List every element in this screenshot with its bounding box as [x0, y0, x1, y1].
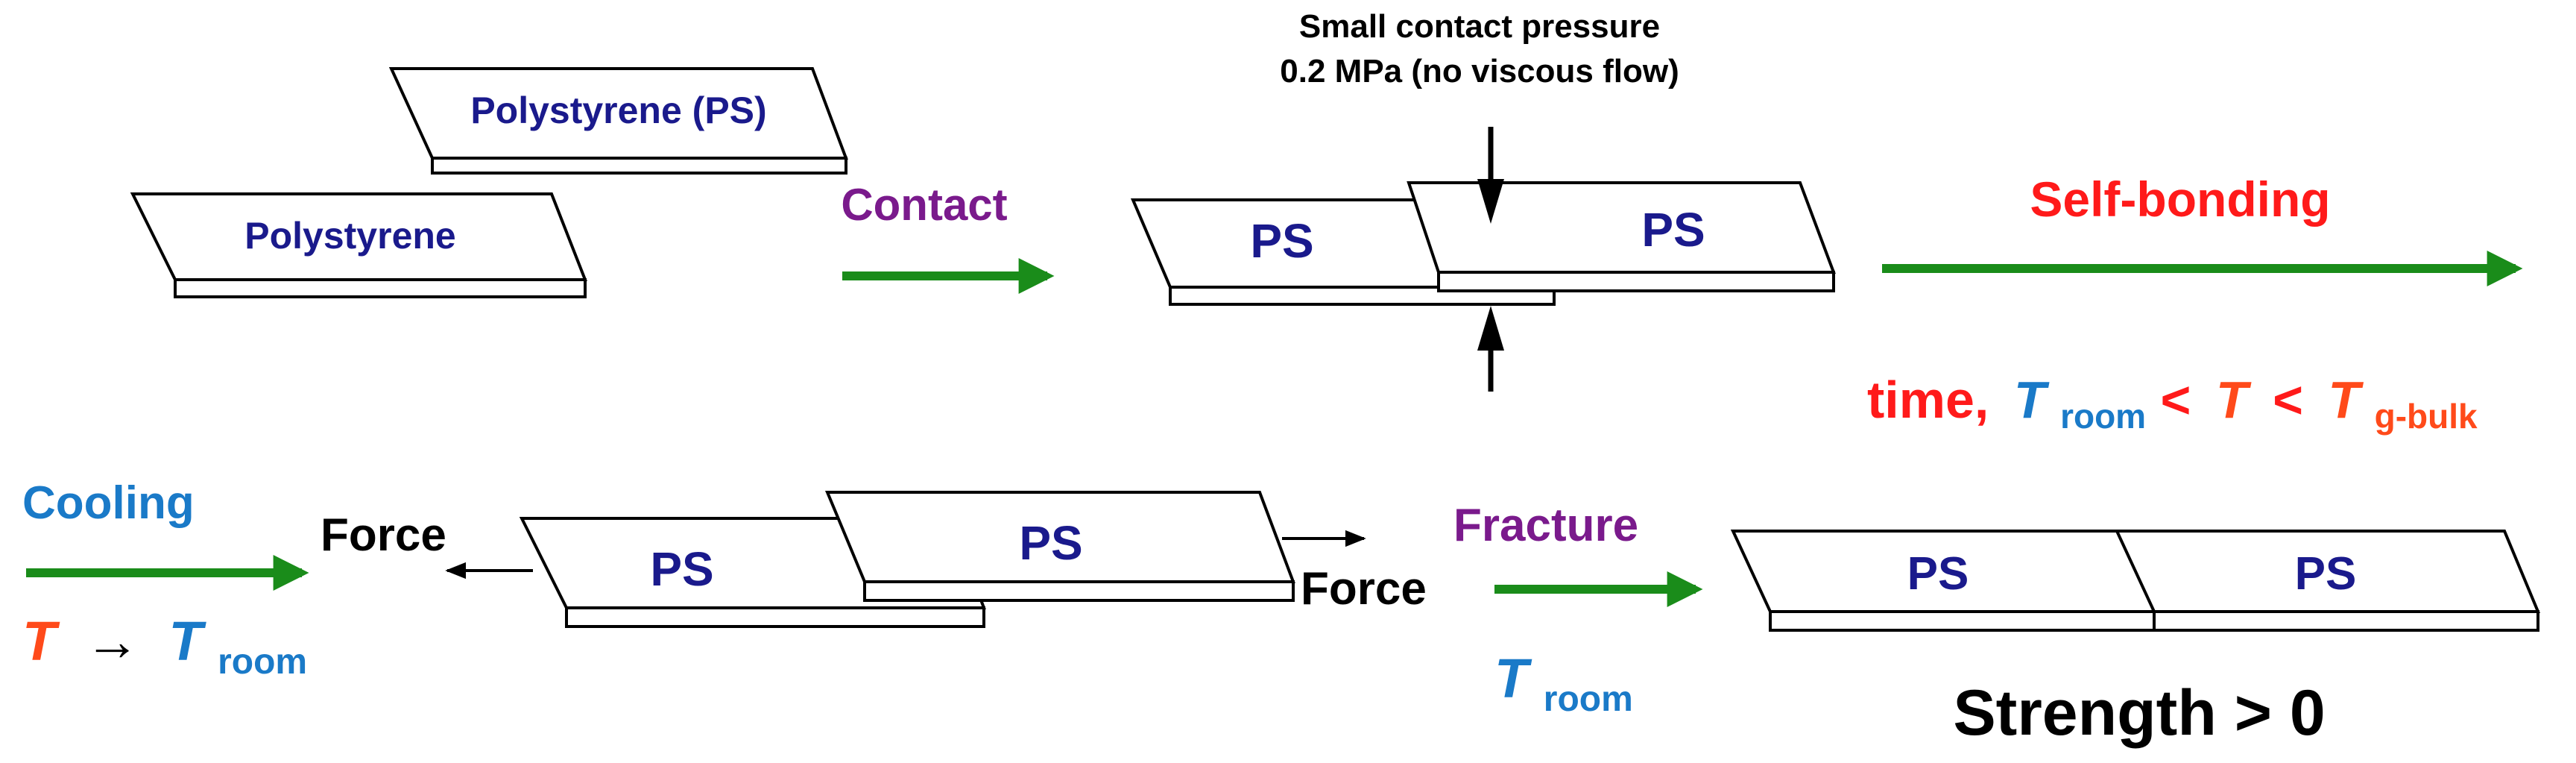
self-bonding-label: Self-bonding: [2030, 172, 2330, 227]
fractured-right-sheet: PS: [2114, 530, 2540, 632]
contact-label: Contact: [841, 180, 1007, 230]
sheet-top: Polystyrene (PS): [388, 67, 848, 175]
strength-result: Strength > 0: [1953, 677, 2325, 749]
sheet-bottom-label: Polystyrene: [244, 215, 455, 257]
force-right-label: Force: [1301, 563, 1427, 615]
pressure-line1: Small contact pressure: [1299, 8, 1660, 45]
ps-right-label-stage4: PS: [2295, 548, 2357, 600]
force-left-label: Force: [321, 509, 446, 561]
sheet-bottom: Polystyrene: [130, 192, 587, 298]
ps-left-label-stage2: PS: [1250, 214, 1313, 268]
joint-right-sheet: PS: [825, 491, 1295, 602]
cooling-condition: T → T room: [22, 610, 307, 682]
pressure-arrow-down: [1477, 127, 1504, 224]
ps-left-label-stage3: PS: [650, 542, 713, 596]
ps-right-label-stage3: PS: [1019, 516, 1082, 570]
ps-right-label-stage2: PS: [1641, 203, 1705, 257]
fracture-condition: T room: [1494, 647, 1633, 719]
fracture-label: Fracture: [1453, 500, 1638, 551]
cooling-label: Cooling: [22, 477, 195, 529]
pressure-arrow-up: [1477, 306, 1504, 392]
bonding-upper-sheet: PS: [1407, 181, 1836, 292]
fractured-left-sheet: PS: [1730, 530, 2156, 632]
pressure-line2: 0.2 MPa (no viscous flow): [1280, 53, 1679, 90]
sheet-top-label: Polystyrene (PS): [470, 90, 766, 131]
ps-left-label-stage4: PS: [1907, 548, 1969, 600]
self-bonding-condition: time, T room < T < T g-bulk: [1867, 371, 2478, 439]
